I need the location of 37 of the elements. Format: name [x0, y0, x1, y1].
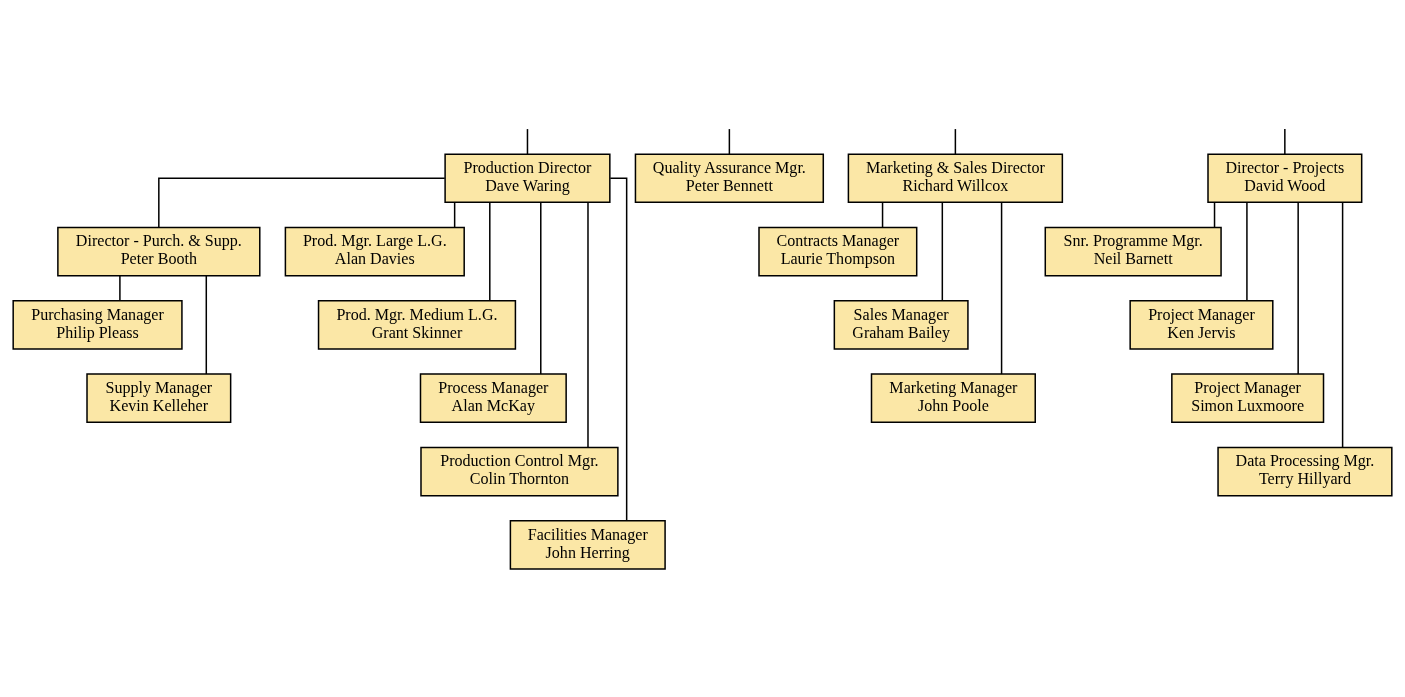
- connector: [526, 128, 529, 155]
- node-box: Facilities Manager John Herring: [509, 520, 666, 570]
- node-box: Prod. Mgr. Medium L.G. Grant Skinner: [317, 300, 517, 350]
- node-box: Production Control Mgr. Colin Thornton: [420, 446, 619, 497]
- node-box: Project Manager Ken Jervis: [1129, 300, 1274, 350]
- connector: [1246, 201, 1248, 302]
- connector: [540, 201, 542, 375]
- connector: [1297, 201, 1299, 375]
- node-box: Data Processing Mgr. Terry Hillyard: [1217, 446, 1393, 497]
- connector: [489, 201, 491, 302]
- connector: [941, 201, 944, 302]
- connector: [1000, 201, 1003, 375]
- node-box: Contracts Manager Laurie Thompson: [758, 226, 918, 277]
- node-box: Prod. Mgr. Large L.G. Alan Davies: [284, 226, 465, 277]
- node-box: Quality Assurance Mgr. Peter Bennett: [634, 153, 825, 204]
- node-box: Director - Purch. & Supp. Peter Booth: [57, 226, 261, 277]
- connector: [728, 128, 731, 155]
- node-box: Snr. Programme Mgr. Neil Barnett: [1044, 226, 1222, 277]
- connector: [453, 201, 456, 228]
- connector: [205, 275, 208, 375]
- connector: [1341, 202, 1344, 449]
- node-box: Director - Projects David Wood: [1207, 153, 1363, 204]
- connector: [1213, 201, 1216, 228]
- connector: [954, 128, 957, 155]
- node-box: Production Director Dave Waring: [444, 153, 611, 204]
- node-box: Marketing & Sales Director Richard Willcox: [847, 153, 1064, 204]
- node-box: Project Manager Simon Luxmoore: [1171, 373, 1325, 424]
- node-box: Marketing Manager John Poole: [870, 373, 1036, 424]
- connector: [881, 201, 884, 228]
- connector: [158, 177, 446, 228]
- node-box: Process Manager Alan McKay: [419, 373, 567, 424]
- connector: [587, 202, 589, 449]
- connector: [1284, 128, 1286, 155]
- node-box: Purchasing Manager Philip Pleass: [12, 300, 183, 350]
- node-box: Sales Manager Graham Bailey: [833, 300, 969, 350]
- node-box: Supply Manager Kevin Kelleher: [86, 373, 232, 424]
- connector: [119, 275, 121, 302]
